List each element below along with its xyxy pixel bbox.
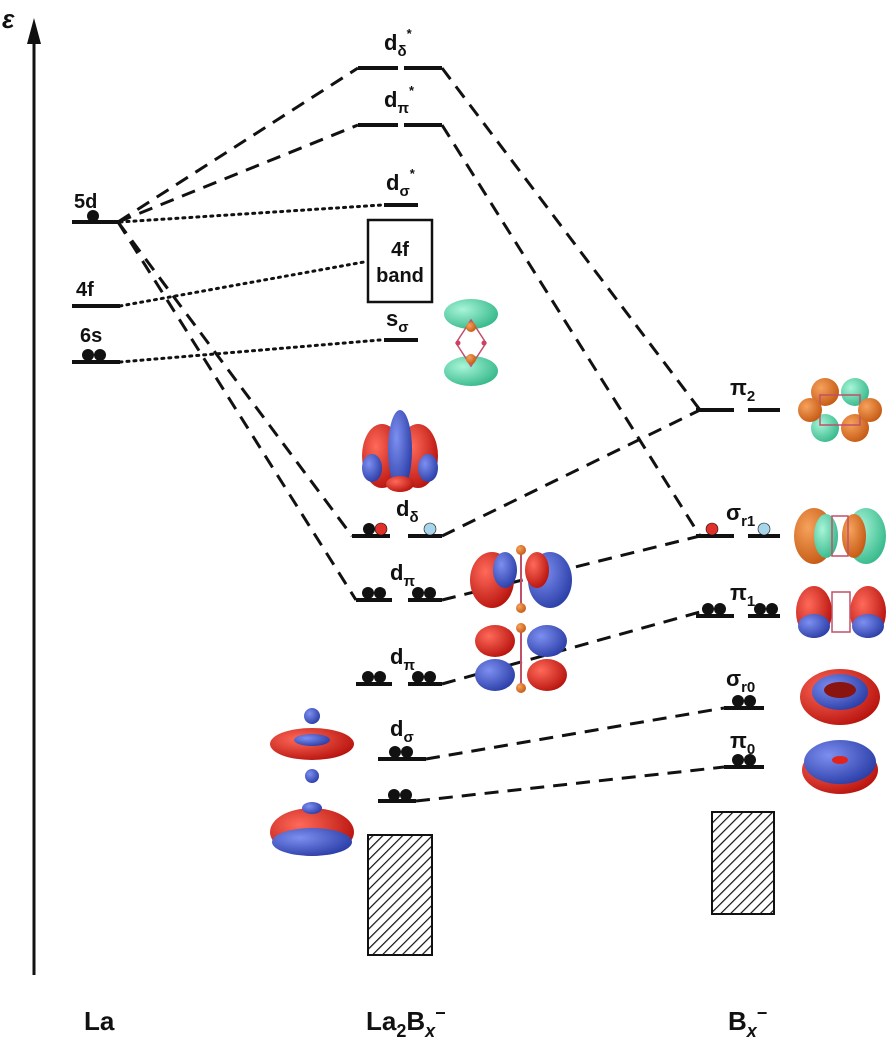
electron-icon: [412, 671, 424, 683]
electron-icon: [424, 587, 436, 599]
label-d-delta: dδ: [396, 496, 419, 526]
4f-band-box: [366, 218, 434, 304]
electron-icon: [424, 671, 436, 683]
label-s-sigma: sσ: [386, 306, 409, 336]
electron-icon: [702, 603, 714, 615]
pi2-orbital-image: [798, 378, 882, 442]
bx-hatched-band: [711, 811, 775, 915]
la2bx-levels: dδ* dπ* dσ* 4f band sσ dδ: [352, 26, 442, 956]
column-label-bx: Bx−: [728, 1003, 767, 1041]
correlation-lines: [116, 66, 725, 803]
electron-icon: [400, 789, 412, 801]
label-5d: 5d: [74, 191, 97, 213]
electron-icon: [389, 746, 401, 758]
label-d-pi-star: dπ*: [384, 83, 415, 117]
electron-icon: [374, 671, 386, 683]
label-pi0: π0: [730, 728, 755, 758]
pi1-orbital-image: [796, 586, 886, 638]
band-label-line2: band: [376, 265, 424, 287]
electron-blue-icon: [757, 522, 771, 536]
la-levels: 5d 4f 6s: [72, 191, 120, 364]
electron-icon: [82, 349, 94, 361]
label-sigma-r0: σr0: [726, 666, 755, 696]
sigma-r0-orbital-image: [800, 669, 880, 725]
electron-icon: [754, 603, 766, 615]
d-delta-orbital-image: [362, 410, 438, 492]
electron-red-icon: [705, 522, 719, 536]
label-d-pi-2: dπ: [390, 644, 415, 674]
electron-red-icon: [374, 522, 388, 536]
label-d-delta-star: dδ*: [384, 26, 413, 60]
electron-icon: [744, 754, 756, 766]
label-4f: 4f: [76, 279, 94, 301]
electron-icon: [412, 587, 424, 599]
dotted-lines: [118, 203, 384, 364]
pi0-orbital-image: [802, 740, 878, 794]
bx-levels: π2 σr1 π1 σr0 π0: [696, 375, 780, 915]
sigma-r1-orbital-image: [794, 508, 886, 564]
electron-icon: [401, 746, 413, 758]
energy-axis: ε: [2, 4, 41, 975]
lower-sigma-orbital-image: [270, 802, 354, 856]
electron-icon: [732, 695, 744, 707]
la2bx-hatched-band: [367, 834, 433, 956]
orbital-images: [270, 299, 886, 856]
electron-icon: [94, 349, 106, 361]
column-labels: La La2Bx− Bx−: [84, 1003, 767, 1041]
electron-icon: [87, 210, 99, 222]
d-pi-orbital-image-1: [470, 545, 572, 613]
electron-icon: [744, 695, 756, 707]
electron-icon: [363, 523, 375, 535]
electron-icon: [362, 671, 374, 683]
column-label-la2bx: La2Bx−: [366, 1003, 446, 1041]
d-pi-orbital-image-2: [475, 623, 567, 693]
d-sigma-orbital-image: [270, 708, 354, 783]
label-d-sigma-star: dσ*: [386, 166, 416, 200]
electron-blue-icon: [423, 522, 437, 536]
electron-icon: [732, 754, 744, 766]
label-pi2: π2: [730, 375, 755, 405]
s-sigma-orbital-image: [444, 299, 498, 386]
label-sigma-r1: σr1: [726, 500, 755, 530]
label-d-pi-1: dπ: [390, 560, 415, 590]
electron-icon: [388, 789, 400, 801]
electron-icon: [362, 587, 374, 599]
electron-icon: [374, 587, 386, 599]
label-pi1: π1: [730, 580, 755, 610]
column-label-la: La: [84, 1006, 115, 1036]
label-d-sigma: dσ: [390, 716, 414, 746]
electron-icon: [714, 603, 726, 615]
band-label-line1: 4f: [391, 239, 409, 261]
axis-label: ε: [2, 4, 15, 34]
electron-icon: [766, 603, 778, 615]
axis-arrowhead-icon: [27, 18, 41, 44]
label-6s: 6s: [80, 325, 102, 347]
